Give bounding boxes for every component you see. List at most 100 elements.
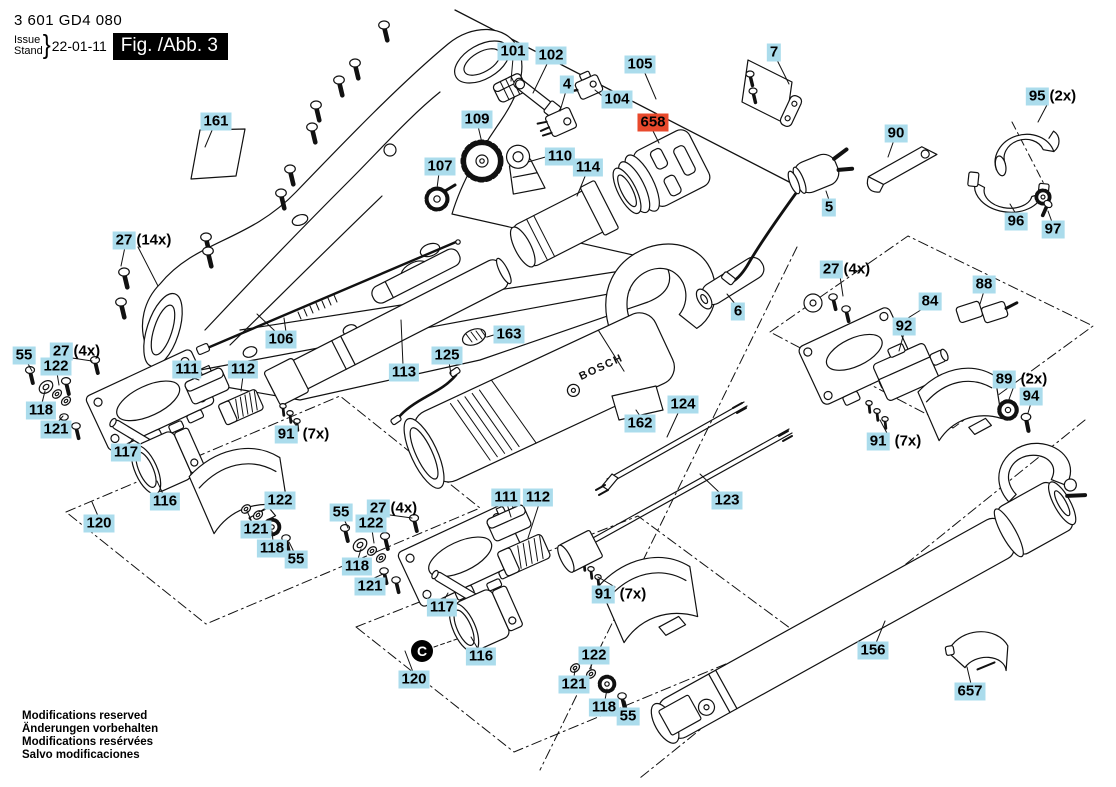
part-label-101: 101 [497, 42, 529, 61]
part-label-116: 116 [149, 492, 181, 511]
part-label-125: 125 [431, 346, 463, 365]
part-92-switch [869, 328, 955, 402]
part-label-97: 97 [1041, 220, 1065, 239]
part-number: 3 601 GD4 080 [14, 12, 123, 29]
part-label-122: 122 [578, 646, 610, 665]
part-label-55: 55 [12, 346, 36, 365]
part-label-91: 91 (7x) [274, 425, 329, 444]
part-label-112: 112 [522, 488, 554, 507]
part-label-84: 84 [918, 292, 942, 311]
part-label-107: 107 [424, 157, 456, 176]
part-label-163: 163 [493, 325, 525, 344]
part-label-124: 124 [667, 395, 699, 414]
part-label-27: 27(4x) [819, 260, 870, 279]
part-label-162: 162 [624, 414, 656, 433]
part-label-6: 6 [730, 302, 746, 321]
part-label-89: 89 (2x) [992, 370, 1047, 389]
part-4-switch [536, 107, 577, 141]
part-161-sticker [191, 129, 245, 179]
part-label-27: 27(4x) [366, 499, 417, 518]
brace-glyph: } [42, 30, 51, 61]
part-label-104: 104 [601, 90, 633, 109]
housing-left-half [136, 29, 670, 400]
part-90-bracket [862, 143, 943, 195]
part-label-118: 118 [256, 539, 288, 558]
power-cord [721, 189, 799, 285]
part-162-plate [612, 386, 663, 420]
part-label-55: 55 [616, 707, 640, 726]
part-156-tube [622, 430, 1088, 752]
part-163-pad [460, 326, 488, 349]
part-label-55: 55 [329, 503, 353, 522]
slide-rail [367, 242, 463, 306]
part-658-coupler [605, 126, 713, 222]
part-label-90: 90 [884, 124, 908, 143]
part-label-122: 122 [264, 491, 296, 510]
part-label-5: 5 [821, 198, 837, 217]
part-label-156: 156 [857, 641, 889, 660]
part-102-lever [511, 75, 561, 119]
c-marker: C [411, 640, 433, 662]
part-label-111: 111 [172, 360, 202, 379]
part-label-117: 117 [110, 443, 142, 462]
part-label-106: 106 [265, 330, 297, 349]
part-label-657: 657 [954, 682, 986, 701]
part-label-91: 91 (7x) [866, 432, 921, 451]
part-label-118: 118 [25, 401, 57, 420]
title-block: 3 601 GD4 080 Issue Stand } 22-01-11 Fig… [14, 12, 228, 60]
part-label-118: 118 [588, 698, 620, 717]
part-114-motor [503, 180, 618, 274]
issue-date: 22-01-11 [51, 38, 107, 54]
part-label-91: 91 (7x) [591, 585, 646, 604]
screws-27-right [804, 287, 859, 324]
part-label-122: 122 [40, 357, 72, 376]
part-label-658: 658 [637, 113, 669, 132]
part-label-118: 118 [341, 557, 373, 576]
part-label-95: 95(2x) [1025, 87, 1076, 106]
main-body: BOSCH [373, 227, 746, 493]
figure-label: Fig. /Abb. 3 [112, 32, 228, 60]
part-657-clip [943, 627, 1012, 680]
part-95-clamp [990, 127, 1064, 176]
part-104-bracket [565, 68, 604, 103]
part-110-holder [499, 141, 545, 198]
part-label-27: 27(4x) [49, 342, 100, 361]
part-label-88: 88 [972, 275, 996, 294]
part-label-116: 116 [465, 647, 497, 666]
part-label-96: 96 [1004, 212, 1028, 231]
part-label-102: 102 [535, 46, 567, 65]
part-label-105: 105 [624, 55, 656, 74]
part-label-161: 161 [200, 112, 232, 131]
plane-120-left [66, 396, 480, 624]
part-label-121: 121 [240, 520, 272, 539]
issue-stand-label: Issue Stand [14, 34, 43, 57]
part-124-rod [596, 401, 748, 495]
part-label-122: 122 [355, 514, 387, 533]
part-123-rod [555, 428, 792, 574]
part-label-113: 113 [388, 363, 420, 382]
part-label-94: 94 [1019, 387, 1043, 406]
screws-91-c [860, 396, 895, 430]
part-label-123: 123 [711, 491, 743, 510]
modifications-note: Modifications reserved Änderungen vorbeh… [22, 710, 159, 761]
part-label-110: 110 [544, 147, 576, 166]
part-label-120: 120 [398, 670, 430, 689]
part-label-27: 27(14x) [112, 231, 171, 250]
c-marker-link [433, 637, 461, 648]
part-label-55: 55 [284, 550, 308, 569]
part-label-4: 4 [559, 75, 575, 94]
part-125-cable [390, 367, 461, 426]
part-113-tube [264, 252, 516, 406]
part-label-92: 92 [892, 317, 916, 336]
part-7-kit [739, 60, 803, 128]
part-label-121: 121 [558, 675, 590, 694]
part-label-121: 121 [354, 577, 386, 596]
part-label-121: 121 [40, 420, 72, 439]
part-5-plug [784, 147, 855, 199]
part-label-120: 120 [83, 514, 115, 533]
part-label-111: 111 [491, 488, 521, 507]
part-label-7: 7 [766, 43, 782, 62]
part-109-gear [463, 142, 501, 180]
